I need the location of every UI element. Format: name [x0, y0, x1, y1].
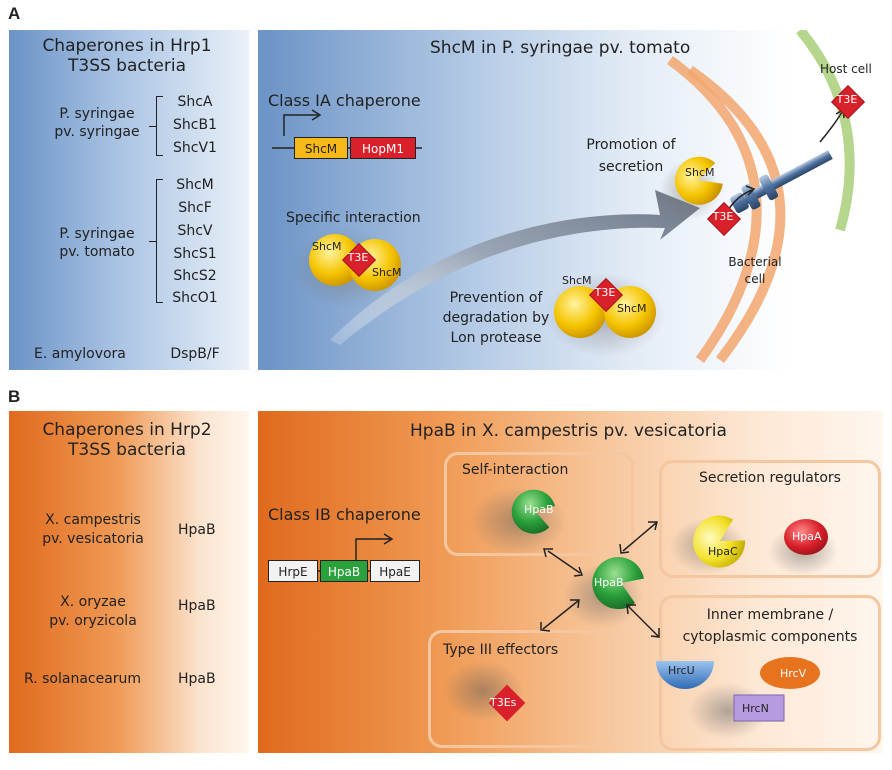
chaperone-hpab-1: HpaB — [178, 522, 216, 538]
panel-a-label: A — [8, 4, 21, 23]
promotion-of-secretion-label: Promotion of secretion — [586, 137, 676, 175]
chaperone-shcv1: ShcV1 — [173, 140, 217, 156]
bracket-ps-syringae — [149, 96, 163, 156]
chaperone-shco1: ShcO1 — [172, 290, 218, 306]
self-interaction-box — [444, 452, 634, 556]
shcm-label-4: ShcM — [617, 302, 647, 315]
t3e-label-3: T3E — [712, 210, 734, 223]
chaperone-hpab-3: HpaB — [178, 671, 216, 687]
inner-membrane-label: Inner membrane / cytoplasmic components — [682, 607, 858, 645]
secretion-regulators-label: Secretion regulators — [699, 470, 841, 486]
hpaa-sphere — [784, 519, 828, 555]
panel-b-label: B — [8, 387, 21, 406]
promoter-arrow-a — [283, 114, 318, 136]
chaperone-shca: ShcA — [177, 94, 213, 110]
species-ps-syringae-line1: P. syringae — [59, 106, 135, 122]
chaperone-shcs2: ShcS2 — [173, 268, 217, 284]
panel-a-right-title: ShcM in P. syringae pv. tomato — [430, 38, 691, 58]
shcm-pacman — [674, 156, 723, 205]
t3es-diamond — [488, 684, 526, 722]
interaction-arrows — [540, 521, 660, 638]
class-ia-label: Class IA chaperone — [268, 91, 421, 110]
hpab-self-label: HpaB — [524, 503, 554, 516]
hpab-central-pacman — [592, 557, 644, 610]
hrcv-component — [760, 657, 820, 689]
specific-interaction-label: Specific interaction — [286, 210, 421, 226]
chaperone-shcf: ShcF — [178, 200, 212, 216]
shcm-chaperone-1 — [309, 234, 361, 286]
panel-a-illustration — [272, 30, 855, 364]
bacterial-membrane-inner — [687, 65, 786, 364]
species-x-oryzae-line1: X. oryzae — [60, 594, 126, 610]
prevention-of-degradation-label: Prevention of degradation by Lon proteas… — [442, 290, 550, 346]
species-x-campestris-line2: pv. vesicatoria — [42, 531, 144, 547]
hpaa-label: HpaA — [792, 530, 822, 543]
grey-process-arrow — [330, 190, 700, 345]
hrcv-label: HrcV — [780, 667, 807, 680]
shcm-label-3: ShcM — [562, 274, 592, 287]
gene-hrpe: HrpE — [268, 560, 318, 582]
self-interaction-label: Self-interaction — [462, 462, 569, 478]
secretion-needle — [730, 150, 833, 214]
type-iii-effectors-box — [428, 630, 614, 748]
bacterial-cell-label: Bacterial cell — [728, 255, 782, 286]
hrcu-component — [656, 661, 714, 689]
species-ps-syringae-line2: pv. syringae — [54, 124, 140, 140]
shcm-label-5: ShcM — [685, 166, 715, 179]
hpac-pacman — [693, 515, 746, 568]
t3e-label-2: T3E — [594, 286, 616, 299]
gene-hpab: HpaB — [320, 560, 368, 582]
panel-a-left-title: Chaperones in Hrp1 T3SS bacteria — [42, 36, 212, 76]
species-ps-tomato-line2: pv. tomato — [59, 244, 135, 260]
type-iii-effectors-label: Type III effectors — [443, 642, 559, 658]
gene-hpae: HpaE — [370, 560, 420, 582]
panel-b-right-title: HpaB in X. campestris pv. vesicatoria — [410, 421, 727, 441]
chaperone-shcs1: ShcS1 — [173, 246, 217, 262]
hrcn-component — [733, 694, 785, 722]
species-r-solanacearum: R. solanacearum — [24, 671, 142, 687]
species-x-campestris-line1: X. campestris — [45, 512, 141, 528]
host-cell-label: Host cell — [820, 62, 872, 76]
t3es-label: T3Es — [490, 696, 517, 709]
hrcn-label: HrcN — [742, 702, 769, 715]
hpac-label: HpaC — [708, 545, 738, 558]
bracket-ps-tomato — [149, 179, 163, 303]
shcm-label-2: ShcM — [372, 266, 402, 279]
panel-a-left-background — [9, 30, 249, 370]
hpab-central-label: HpaB — [594, 576, 624, 589]
chaperone-shcv: ShcV — [177, 223, 213, 239]
panel-b-left-title: Chaperones in Hrp2 T3SS bacteria — [42, 420, 212, 460]
chaperone-dspbf: DspB/F — [170, 346, 220, 362]
shcm-label-1: ShcM — [312, 240, 342, 253]
hpab-self-pacman — [511, 489, 555, 534]
panel-b-illustration — [268, 487, 838, 739]
chaperone-shcm: ShcM — [176, 177, 214, 193]
t3e-label-host: T3E — [836, 93, 858, 106]
gene-shcm: ShcM — [294, 137, 348, 159]
class-ib-label: Class IB chaperone — [268, 505, 421, 524]
t3e-label-1: T3E — [347, 251, 369, 264]
secretion-regulators-box — [659, 460, 881, 578]
host-cell-membrane — [796, 30, 855, 232]
hrcu-label: HrcU — [668, 664, 695, 677]
species-e-amylovora: E. amylovora — [34, 346, 126, 362]
species-ps-tomato-line1: P. syringae — [59, 226, 135, 242]
chaperone-shcb1: ShcB1 — [173, 117, 217, 133]
species-x-oryzae-line2: pv. oryzicola — [49, 613, 137, 629]
gene-hopm1: HopM1 — [350, 137, 416, 159]
promoter-arrow-b — [355, 538, 390, 561]
panel-b-left-background — [9, 411, 249, 753]
chaperone-hpab-2: HpaB — [178, 598, 216, 614]
